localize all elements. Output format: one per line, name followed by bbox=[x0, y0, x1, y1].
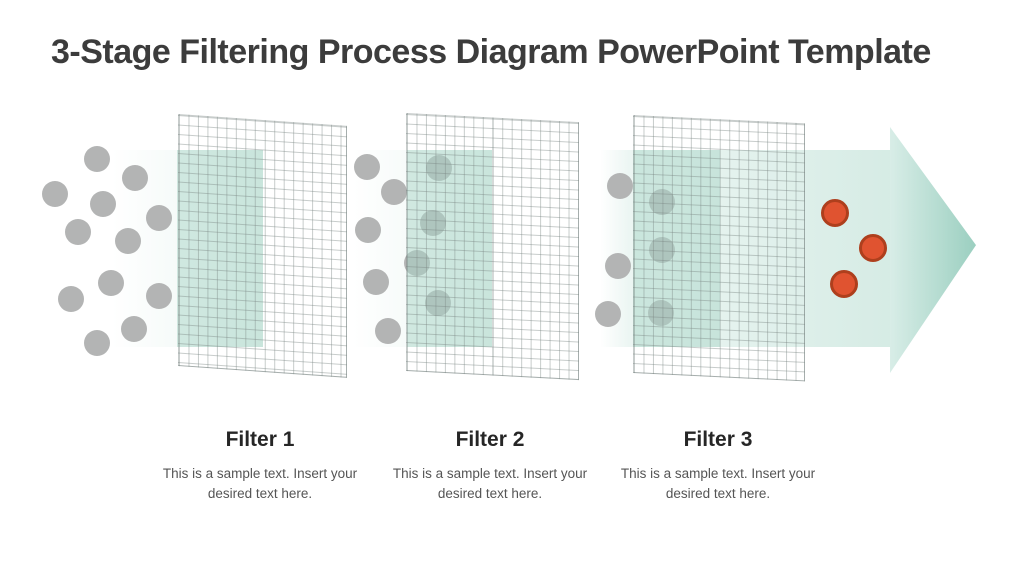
particle-dot bbox=[84, 146, 110, 172]
filter-2-mesh-grid bbox=[406, 113, 579, 381]
particle-dot bbox=[122, 165, 148, 191]
filter-3-description: This is a sample text. Insert your desir… bbox=[620, 466, 816, 502]
particle-dot bbox=[84, 330, 110, 356]
particle-dot bbox=[65, 219, 91, 245]
particle-dot bbox=[146, 205, 172, 231]
filtered-particle-dot bbox=[821, 199, 849, 227]
particle-dot bbox=[90, 191, 116, 217]
filter-1-label-block: Filter 1 This is a sample text. Insert y… bbox=[150, 428, 370, 505]
filter-3-label: Filter 3 bbox=[683, 428, 753, 451]
slide-title: 3-Stage Filtering Process Diagram PowerP… bbox=[51, 33, 931, 71]
filter-1-description: This is a sample text. Insert your desir… bbox=[162, 466, 358, 502]
particle-dot bbox=[42, 181, 68, 207]
filter-2-label: Filter 2 bbox=[455, 428, 525, 451]
filter-3-mesh-grid bbox=[633, 115, 805, 382]
particle-dot bbox=[355, 217, 381, 243]
particle-dot bbox=[363, 269, 389, 295]
filter-1-highlight bbox=[177, 150, 263, 347]
particle-dot bbox=[121, 316, 147, 342]
filter-3-label-block: Filter 3 This is a sample text. Insert y… bbox=[608, 428, 828, 505]
particle-dot bbox=[98, 270, 124, 296]
particle-dot bbox=[146, 283, 172, 309]
filter-2-description: This is a sample text. Insert your desir… bbox=[392, 466, 588, 502]
particle-dot bbox=[381, 179, 407, 205]
filtered-particle-dot bbox=[859, 234, 887, 262]
particle-dot bbox=[354, 154, 380, 180]
particle-dot bbox=[595, 301, 621, 327]
particle-dot bbox=[605, 253, 631, 279]
particle-dot bbox=[375, 318, 401, 344]
particle-dot bbox=[58, 286, 84, 312]
filter-2-highlight bbox=[407, 150, 492, 347]
filter-2-label-block: Filter 2 This is a sample text. Insert y… bbox=[380, 428, 600, 505]
filter-3-highlight bbox=[633, 150, 720, 347]
particle-dot bbox=[115, 228, 141, 254]
filter-1-mesh-grid bbox=[178, 114, 347, 378]
particle-dot bbox=[607, 173, 633, 199]
flow-arrow-head-icon bbox=[890, 127, 976, 373]
filtered-particle-dot bbox=[830, 270, 858, 298]
filter-1-label: Filter 1 bbox=[225, 428, 295, 451]
